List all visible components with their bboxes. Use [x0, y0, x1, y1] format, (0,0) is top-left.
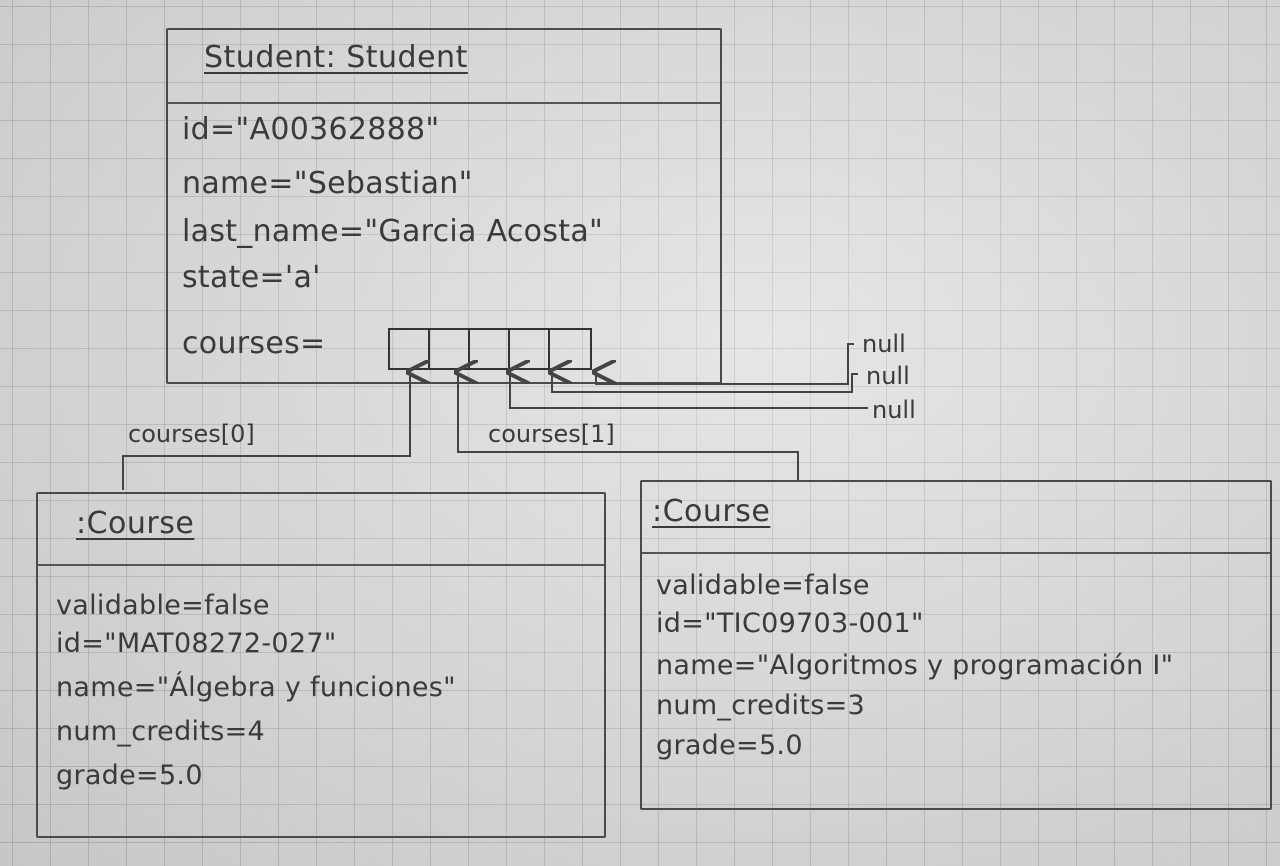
label-null-2: null [866, 362, 910, 390]
courses-array-cell-3 [510, 330, 550, 368]
course-left-title-divider [38, 564, 604, 566]
student-attr-name: name="Sebastian" [182, 166, 473, 201]
link-null-3 [510, 372, 868, 409]
course-left-attr-credits: num_credits=4 [56, 716, 265, 747]
course-object-box-right: :Course validable=false id="TIC09703-001… [640, 480, 1272, 810]
student-attr-last-name: last_name="Garcia Acosta" [182, 214, 604, 249]
course-right-attr-credits: num_credits=3 [656, 690, 865, 721]
link-null-2 [552, 372, 858, 393]
course-object-box-left: :Course validable=false id="MAT08272-027… [36, 492, 606, 838]
student-attr-state: state='a' [182, 260, 321, 295]
course-right-title-divider [642, 552, 1270, 554]
student-object-box: Student: Student id="A00362888" name="Se… [166, 28, 722, 384]
student-attr-courses: courses= [182, 326, 326, 361]
label-courses-0: courses[0] [128, 420, 255, 448]
course-right-attr-name: name="Algoritmos y programación I" [656, 650, 1174, 681]
link-null-1 [596, 343, 854, 385]
course-left-title: :Course [76, 506, 195, 541]
link-courses-1 [458, 372, 799, 482]
label-null-1: null [862, 330, 906, 358]
course-left-attr-id: id="MAT08272-027" [56, 628, 337, 659]
courses-array-cell-1 [430, 330, 470, 368]
course-right-attr-grade: grade=5.0 [656, 730, 803, 761]
courses-array [388, 328, 592, 370]
courses-array-cell-0 [390, 330, 430, 368]
label-courses-1: courses[1] [488, 420, 615, 448]
course-right-attr-validable: validable=false [656, 570, 870, 601]
link-courses-0 [122, 372, 410, 490]
course-right-attr-id: id="TIC09703-001" [656, 608, 924, 639]
course-left-attr-name: name="Álgebra y funciones" [56, 672, 456, 703]
student-object-title: Student: Student [204, 40, 468, 75]
label-null-3: null [872, 396, 916, 424]
student-title-divider [168, 102, 720, 104]
course-left-attr-validable: validable=false [56, 590, 270, 621]
course-left-attr-grade: grade=5.0 [56, 760, 203, 791]
student-attr-id: id="A00362888" [182, 112, 440, 147]
courses-array-cell-2 [470, 330, 510, 368]
course-right-title: :Course [652, 494, 771, 529]
